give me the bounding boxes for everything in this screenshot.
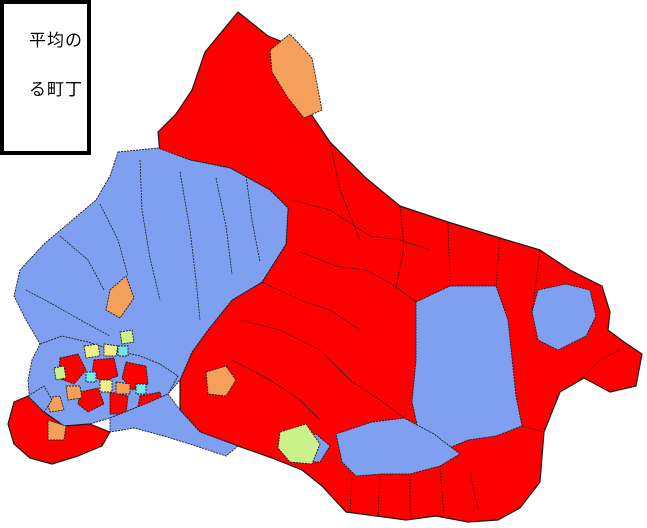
city-cyan-1 xyxy=(117,345,129,357)
city-cyan-3 xyxy=(135,383,147,395)
region-orange-east-city xyxy=(205,365,237,397)
legend-box: 平均の る町丁 xyxy=(0,0,91,155)
city-yellow-2 xyxy=(103,343,119,357)
region-peninsula-blue xyxy=(27,385,53,413)
city-red-3 xyxy=(121,361,149,391)
region-south-blue xyxy=(335,417,461,477)
city-green-1 xyxy=(53,365,67,381)
city-yellow-1 xyxy=(83,343,101,359)
region-coast-green xyxy=(277,423,321,465)
city-red-4 xyxy=(77,387,105,413)
city-green-2 xyxy=(119,329,135,345)
region-south-coast-blue xyxy=(109,393,239,457)
city-orange-2 xyxy=(115,381,131,395)
legend-text-line-1: 平均の xyxy=(29,31,83,51)
region-far-east-blue xyxy=(531,283,597,351)
district-boundaries xyxy=(25,141,621,518)
legend-text-line-2: る町丁 xyxy=(29,80,83,100)
region-peninsula-orange xyxy=(47,419,67,441)
city-red-5 xyxy=(109,391,129,415)
city-yellow-3 xyxy=(99,379,113,393)
city-orange-1 xyxy=(65,385,83,401)
region-east-blue xyxy=(411,285,523,451)
city-cyan-2 xyxy=(85,371,97,383)
region-orange-wedge xyxy=(105,275,135,319)
region-north-orange xyxy=(269,33,323,119)
city-center-cluster xyxy=(27,329,179,427)
